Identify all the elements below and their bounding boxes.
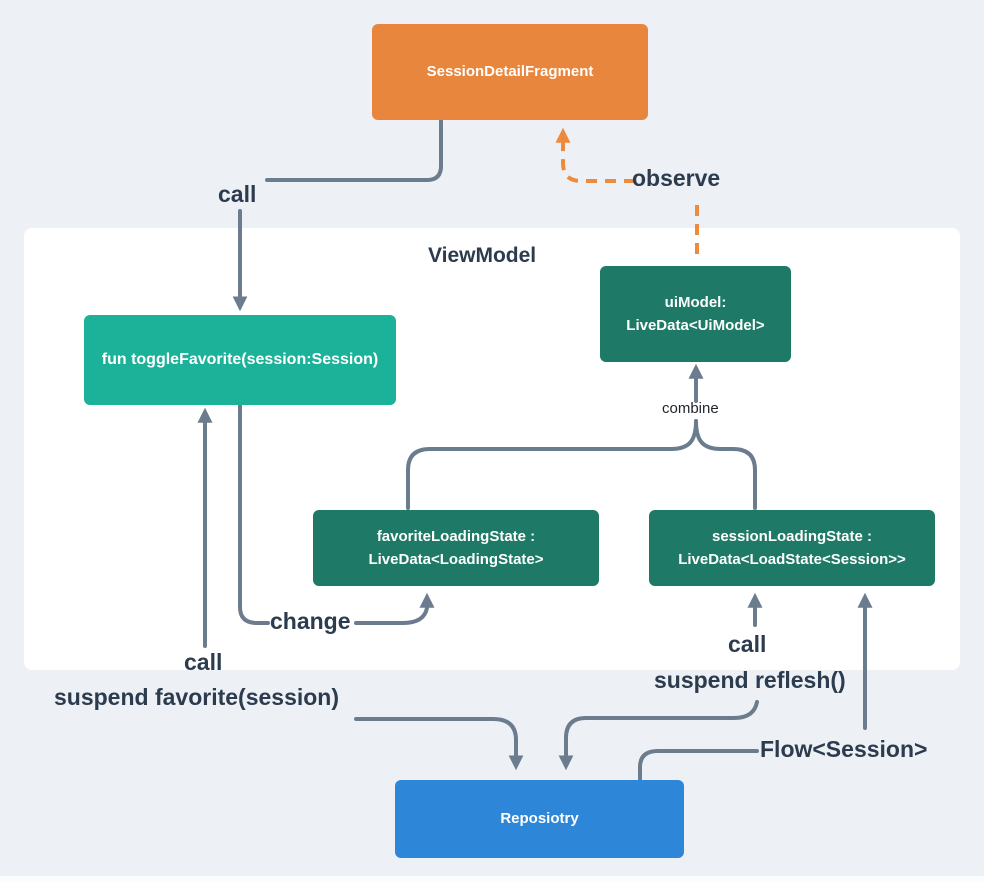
node-favorite-loading-state-line2: LiveData<LoadingState> — [368, 551, 544, 568]
node-repository: Reposiotry — [395, 780, 684, 858]
label-combine: combine — [662, 400, 719, 417]
node-session-loading-state: sessionLoadingState : LiveData<LoadState… — [649, 510, 935, 586]
observe-to-fragment-dashed-arrow — [555, 127, 635, 183]
label-suspend-reflesh: suspend reflesh() — [654, 667, 846, 693]
label-suspend-favorite: suspend favorite(session) — [54, 684, 340, 710]
node-toggle-favorite-label: fun toggleFavorite(session:Session) — [101, 350, 379, 368]
bottom-strip — [0, 876, 984, 882]
fragment-to-call-connector — [265, 119, 443, 182]
label-change: change — [270, 608, 351, 634]
node-toggle-favorite: fun toggleFavorite(session:Session) — [84, 315, 396, 405]
label-call-top: call — [218, 181, 257, 207]
node-favorite-loading-state-line1: favoriteLoadingState : — [376, 527, 536, 545]
viewmodel-title: ViewModel — [428, 244, 537, 267]
node-session-detail-fragment-label: SessionDetailFragment — [426, 63, 594, 81]
label-call-left: call — [184, 649, 223, 675]
node-ui-model: uiModel: LiveData<UiModel> — [600, 266, 791, 362]
suspend-favorite-to-repo-arrow — [354, 717, 524, 771]
label-call-right: call — [728, 631, 767, 657]
node-session-detail-fragment: SessionDetailFragment — [372, 24, 648, 120]
node-ui-model-line1: uiModel: — [664, 293, 727, 311]
node-session-loading-state-line2: LiveData<LoadState<Session>> — [678, 551, 906, 568]
label-observe: observe — [632, 165, 721, 191]
node-ui-model-line2: LiveData<UiModel> — [626, 317, 765, 334]
repo-to-flow-connector — [638, 749, 759, 781]
viewmodel-panel — [24, 228, 960, 670]
node-repository-label: Reposiotry — [500, 810, 579, 828]
suspend-reflesh-to-repo-arrow — [558, 700, 759, 771]
node-session-loading-state-line1: sessionLoadingState : — [711, 527, 873, 545]
node-favorite-loading-state: favoriteLoadingState : LiveData<LoadingS… — [313, 510, 599, 586]
label-flow-session: Flow<Session> — [760, 736, 928, 762]
